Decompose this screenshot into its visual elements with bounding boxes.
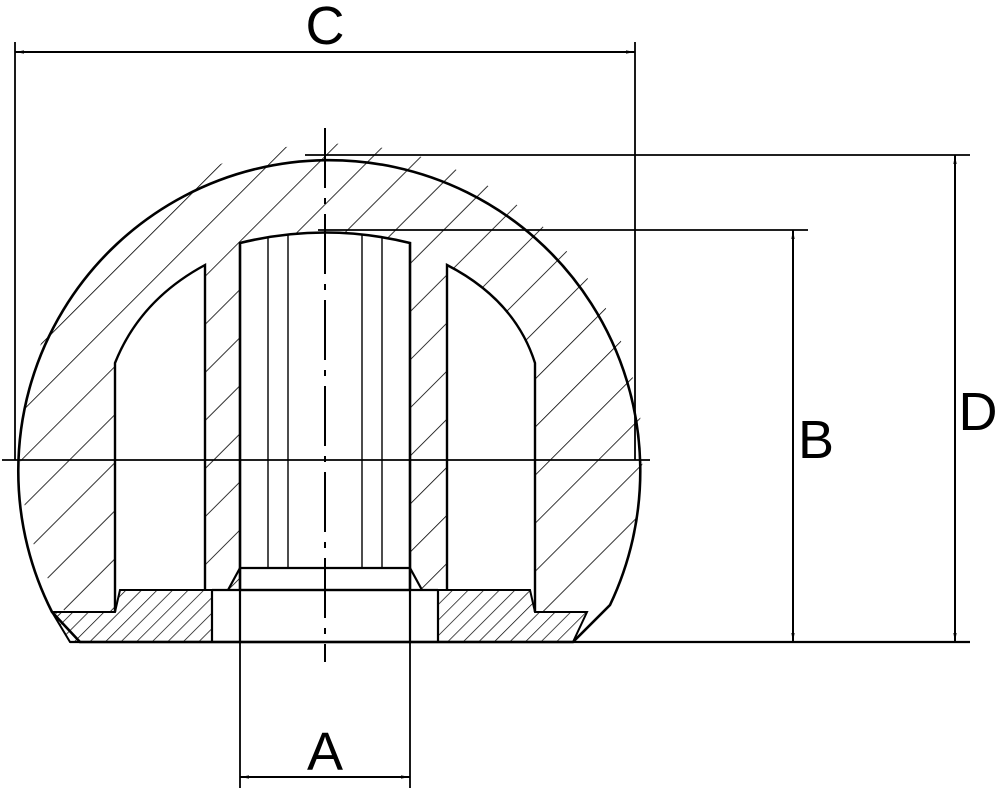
right-cavity-outline [445,263,537,612]
knob-body-section [20,143,643,642]
dimension-a: A [239,642,411,788]
dimension-d-label: D [959,382,998,442]
bore-thread-lines [267,234,383,568]
dimension-b-label: B [798,410,834,470]
dimension-c: C [14,0,636,460]
left-cavity-outline [113,262,207,612]
dimension-d: D [305,154,998,642]
knob-outer-contour [16,158,642,644]
dimension-b: B [318,229,834,642]
dimension-a-label: A [307,722,343,782]
dimension-c-label: C [306,0,345,56]
